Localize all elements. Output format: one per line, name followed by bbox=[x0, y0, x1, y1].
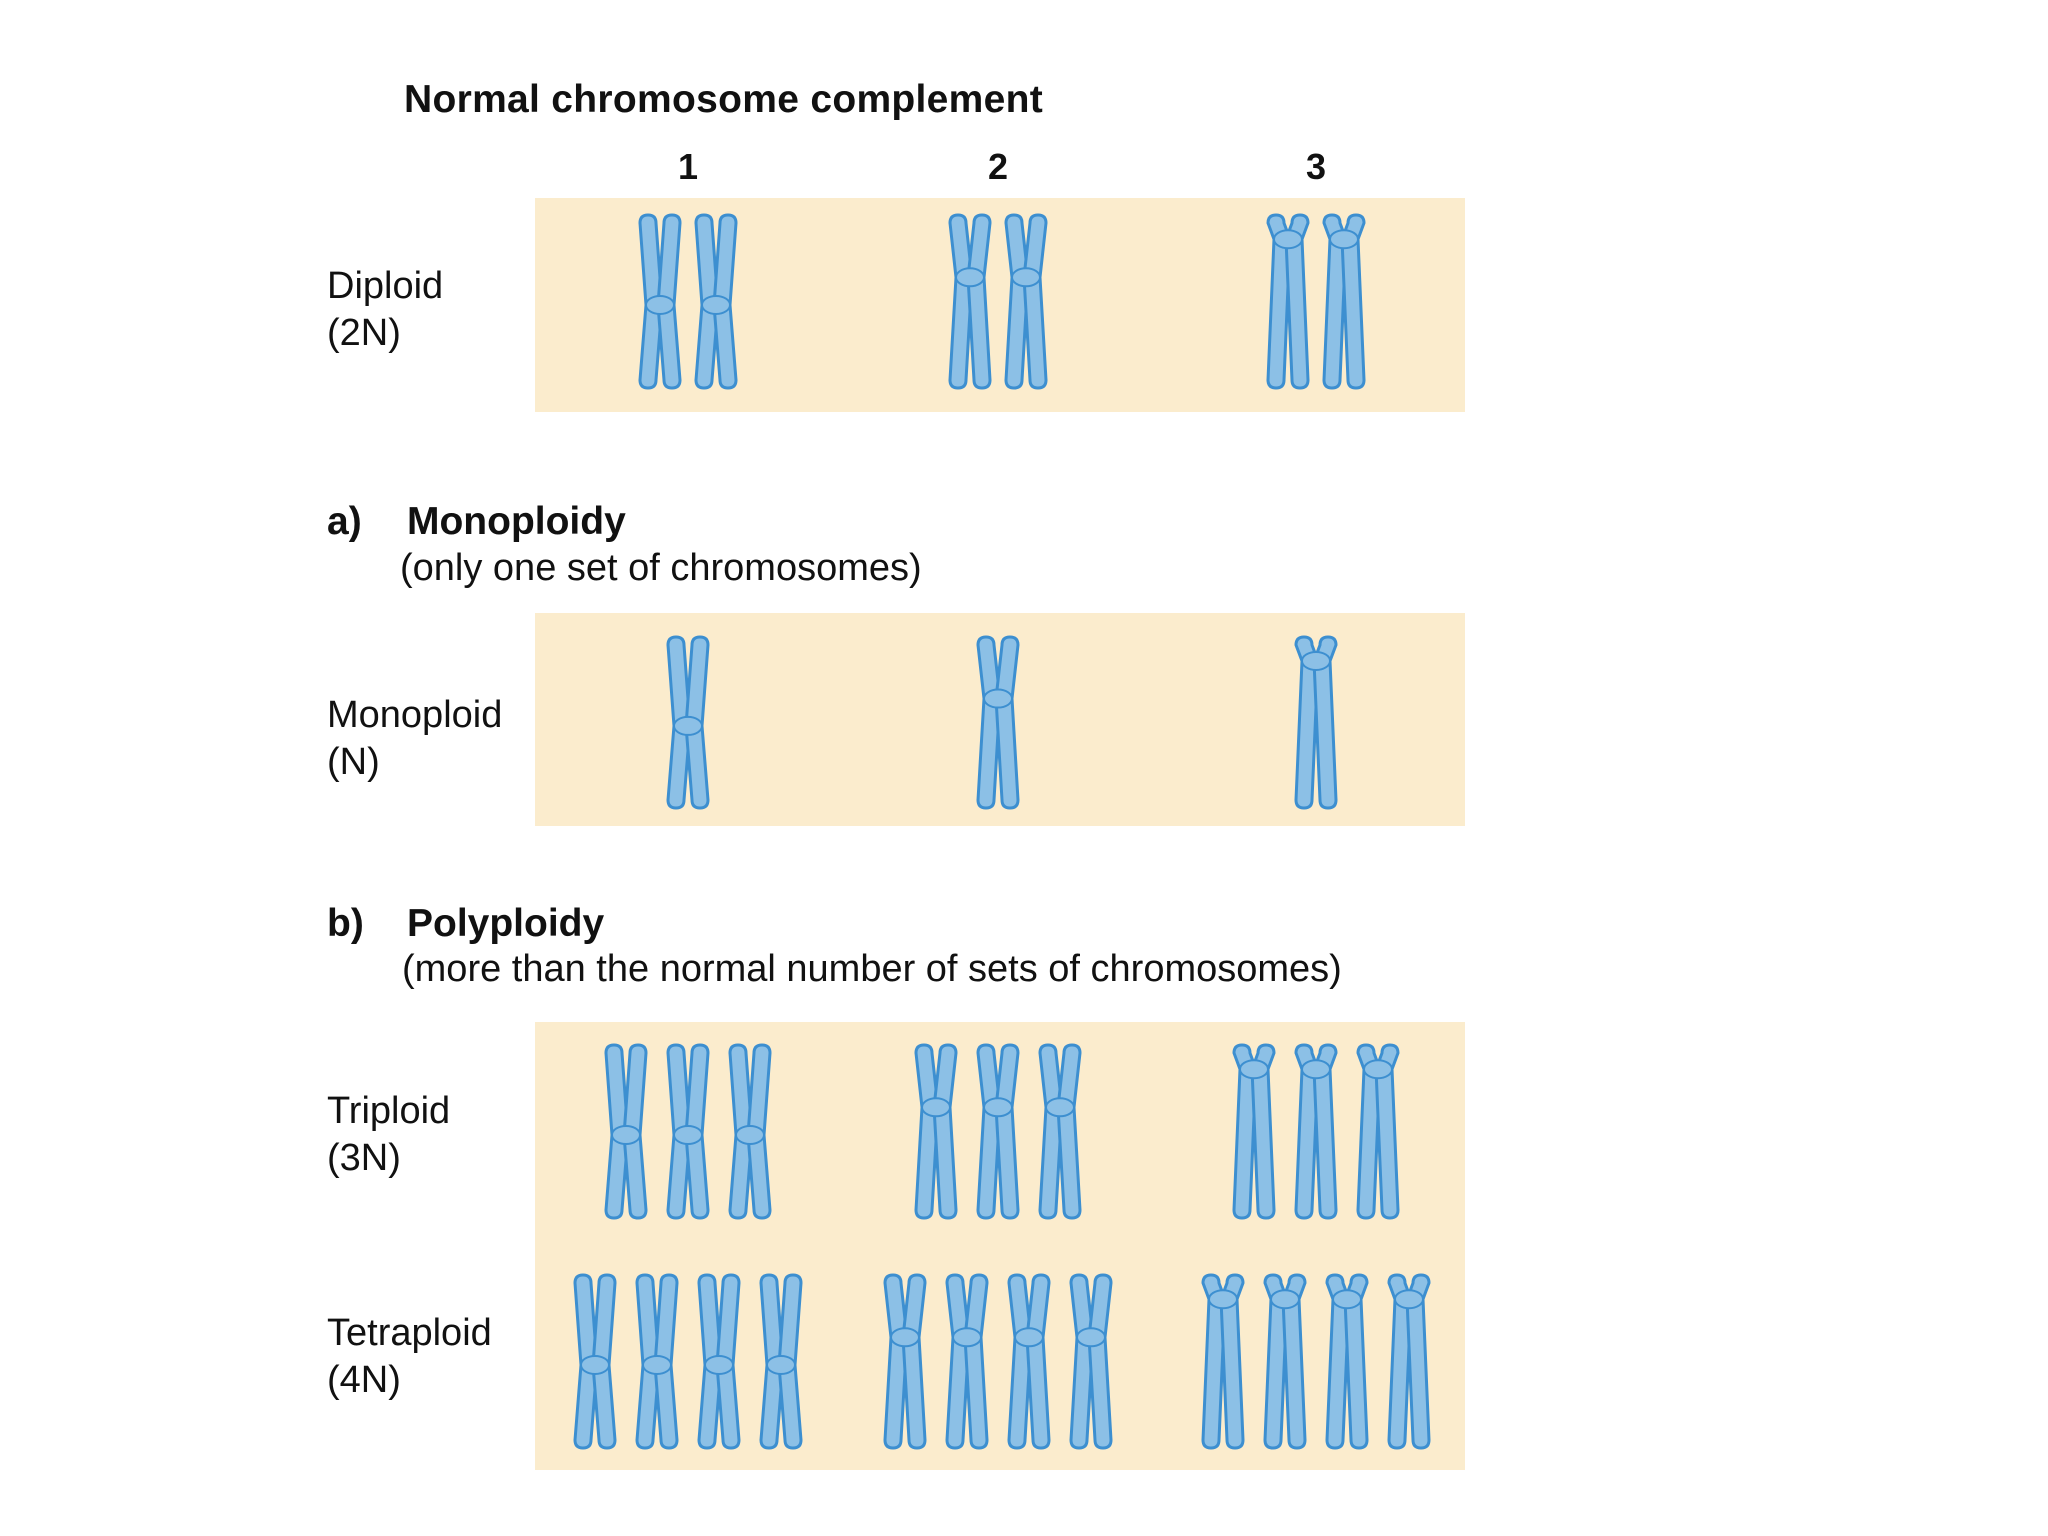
section-b-caption: (more than the normal number of sets of … bbox=[402, 948, 1342, 990]
tetraploid-name: Tetraploid bbox=[327, 1312, 492, 1354]
tetraploid-chromosome-1-copy-1 bbox=[573, 1273, 617, 1450]
diploid-panel bbox=[535, 198, 1465, 412]
triploid-chromosome-3-copy-1 bbox=[1232, 1043, 1276, 1220]
triploid-chromosome-1-copy-1 bbox=[604, 1043, 648, 1220]
figure-title: Normal chromosome complement bbox=[404, 78, 1044, 121]
column-number-1: 1 bbox=[677, 146, 699, 187]
tetraploid-chromosome-3-copy-3 bbox=[1325, 1273, 1369, 1450]
diploid-notation: (2N) bbox=[327, 312, 401, 354]
tetraploid-chromosome-1-copy-2 bbox=[635, 1273, 679, 1450]
tetraploid-chromosome-3-copy-2 bbox=[1263, 1273, 1307, 1450]
diploid-chromosome-1-copy-2 bbox=[694, 213, 738, 390]
triploid-chromosome-1-copy-3 bbox=[728, 1043, 772, 1220]
triploid-chromosome-1-copy-2 bbox=[666, 1043, 710, 1220]
triploid-notation: (3N) bbox=[327, 1137, 401, 1179]
diploid-chromosome-2-copy-1 bbox=[948, 213, 992, 390]
monoploid-chromosome-1-copy-1 bbox=[666, 635, 710, 810]
triploid-chromosome-2-copy-2 bbox=[976, 1043, 1020, 1220]
triploid-chromosome-2-copy-3 bbox=[1038, 1043, 1082, 1220]
monoploid-notation: (N) bbox=[327, 741, 380, 783]
triploid-chromosome-3-copy-2 bbox=[1294, 1043, 1338, 1220]
tetraploid-notation: (4N) bbox=[327, 1359, 401, 1401]
column-number-2: 2 bbox=[987, 146, 1009, 187]
section-b-heading: Polyploidy bbox=[407, 902, 605, 945]
section-a-letter: a) bbox=[327, 500, 362, 543]
diploid-chromosome-1-copy-1 bbox=[638, 213, 682, 390]
diploid-chromosome-2-copy-2 bbox=[1004, 213, 1048, 390]
tetraploid-chromosome-1-copy-4 bbox=[759, 1273, 803, 1450]
tetraploid-chromosome-1-copy-3 bbox=[697, 1273, 741, 1450]
section-a-heading: Monoploidy bbox=[407, 500, 626, 543]
monoploid-name: Monoploid bbox=[327, 694, 503, 736]
triploid-chromosome-3-copy-3 bbox=[1356, 1043, 1400, 1220]
section-b-letter: b) bbox=[327, 902, 364, 945]
tetraploid-chromosome-3-copy-4 bbox=[1387, 1273, 1431, 1450]
diploid-name: Diploid bbox=[327, 265, 444, 307]
monoploid-label: Monoploid (N) bbox=[327, 692, 502, 786]
diploid-label: Diploid (2N) bbox=[327, 263, 443, 357]
tetraploid-chromosome-3-copy-1 bbox=[1201, 1273, 1245, 1450]
tetraploid-chromosome-2-copy-1 bbox=[883, 1273, 927, 1450]
tetraploid-chromosome-2-copy-3 bbox=[1007, 1273, 1051, 1450]
tetraploid-chromosome-2-copy-4 bbox=[1069, 1273, 1113, 1450]
diploid-chromosome-3-copy-2 bbox=[1322, 213, 1366, 390]
monoploid-chromosome-2-copy-1 bbox=[976, 635, 1020, 810]
monoploid-chromosome-3-copy-1 bbox=[1294, 635, 1338, 810]
triploid-name: Triploid bbox=[327, 1090, 451, 1132]
diploid-chromosome-3-copy-1 bbox=[1266, 213, 1310, 390]
column-number-3: 3 bbox=[1305, 146, 1327, 187]
tetraploid-label: Tetraploid (4N) bbox=[327, 1310, 492, 1404]
section-a-caption: (only one set of chromosomes) bbox=[400, 547, 922, 589]
triploid-chromosome-2-copy-1 bbox=[914, 1043, 958, 1220]
tetraploid-chromosome-2-copy-2 bbox=[945, 1273, 989, 1450]
triploid-label: Triploid (3N) bbox=[327, 1088, 450, 1182]
